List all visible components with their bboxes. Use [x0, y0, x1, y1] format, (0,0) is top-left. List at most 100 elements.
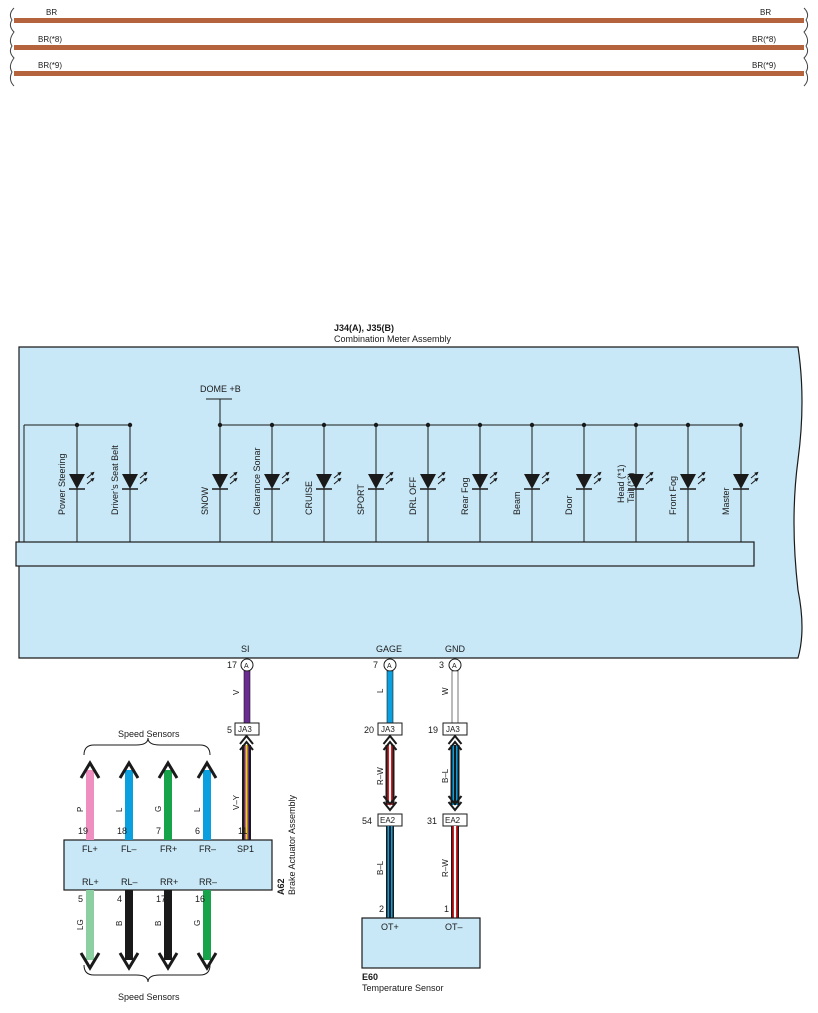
pin-gnd-number: 3 [439, 660, 444, 670]
led-sport: SPORT [356, 422, 394, 542]
sp1-pin-name: SP1 [237, 844, 254, 854]
pin-name: RL+ [82, 877, 99, 887]
led-label: Driver’s Seat Belt [110, 445, 120, 515]
sensor-pin-ot-plus: OT+ [381, 922, 399, 932]
br-wire-1-label-right: BR [760, 8, 771, 17]
brake-bottom-pin-rl-minus: RL–4B [115, 877, 140, 971]
br-wire-2-label-left: BR(*8) [38, 35, 62, 44]
br-wire-2-label-right: BR(*8) [752, 35, 776, 44]
brake-bottom-pin-rr-plus: RR+ 17B [154, 877, 179, 971]
meter-connector-code: J34(A), J35(B) [334, 323, 394, 333]
br-wire-1 [14, 18, 804, 23]
wire-color-code: P [76, 807, 85, 812]
led-diode-icon [69, 474, 85, 489]
speed-sensors-bottom-label: Speed Sensors [118, 992, 180, 1002]
gnd-ot-pin: 1 [444, 904, 449, 914]
gnd-ea2-pin: 31 [427, 816, 437, 826]
gage-wire-color-mid: R–W [376, 767, 385, 785]
led-rear-fog: Rear Fog [460, 422, 498, 542]
pin-name: RR– [199, 877, 217, 887]
pin-number: 16 [195, 894, 205, 904]
led-diode-icon [733, 474, 749, 489]
led-door: Door [564, 422, 602, 542]
pin-gnd-name: GND [445, 644, 466, 654]
sensor-wire [86, 770, 94, 840]
br-wire-3-label-left: BR(*9) [38, 61, 62, 70]
gnd-wire-color-top: W [441, 687, 450, 695]
br-wire-1-label-left: BR [46, 8, 57, 17]
br-wire-2 [14, 45, 804, 50]
led-label: Door [564, 495, 574, 515]
led-diode-icon [368, 474, 384, 489]
pin-si-number: 17 [227, 660, 237, 670]
pin-name: FR– [199, 844, 216, 854]
led-label: Master [721, 487, 731, 515]
gage-ja3-label: JA3 [381, 725, 395, 734]
arrow-up-icon [196, 760, 218, 779]
br-wire-3-label-right: BR(*9) [752, 61, 776, 70]
gnd-ea2-label: EA2 [445, 816, 461, 825]
led-label: SPORT [356, 484, 366, 515]
gage-wire-color-top: L [376, 688, 385, 693]
wire-color-code: L [193, 807, 202, 812]
arrow-down-icon [196, 952, 218, 971]
pin-gage-conn: A [387, 663, 392, 670]
led-diode-icon [264, 474, 280, 489]
sensor-name: Temperature Sensor [362, 983, 444, 993]
pin-name: RR+ [160, 877, 178, 887]
led-diode-icon [420, 474, 436, 489]
led-label: Head (*1) [616, 464, 626, 503]
arrow-down-icon [79, 952, 101, 971]
arrow-down-icon [157, 952, 179, 971]
pin-si-name: SI [241, 644, 250, 654]
sensor-wire [86, 890, 94, 960]
wire-color-code: B [115, 921, 124, 926]
led-diode-icon [576, 474, 592, 489]
top-wire-bundle: BR BR BR(*8) BR(*8) BR(*9) BR(*9) [9, 7, 809, 87]
pin-number: 7 [156, 826, 161, 836]
led-label: Power Steering [57, 453, 67, 515]
arrow-up-icon [118, 760, 140, 779]
gnd-wire: W 19 JA3 B–L 31 EA2 R–W 1 [427, 670, 468, 918]
sensor-pin-ot-minus: OT– [445, 922, 463, 932]
pin-number: 6 [195, 826, 200, 836]
speed-sensors-top-brace [83, 737, 211, 756]
sensor-wire [164, 890, 172, 960]
pin-number: 19 [78, 826, 88, 836]
brake-bottom-pin-rl-plus: RL+5LG [76, 877, 101, 971]
sensor-wire [203, 770, 211, 840]
temperature-sensor-box [361, 917, 481, 969]
dome-b-label: DOME +B [200, 384, 241, 394]
si-wire: V 5 JA3 V–Y [227, 670, 260, 840]
pin-gnd-conn: A [452, 663, 457, 670]
gage-wire-blue [386, 670, 394, 724]
combination-meter: J34(A), J35(B) Combination Meter Assembl… [15, 323, 803, 659]
arrow-up-icon [157, 760, 179, 779]
pin-number: 17 [156, 894, 166, 904]
br-wire-3 [14, 71, 804, 76]
led-label: Rear Fog [460, 477, 470, 515]
arrow-down-icon [118, 952, 140, 971]
pin-gage-name: GAGE [376, 644, 402, 654]
pin-name: FL+ [82, 844, 98, 854]
brake-top-pin-fr-minus: L 6FR– [193, 760, 218, 854]
led-diode-icon [316, 474, 332, 489]
led-diode-icon [628, 474, 644, 489]
brake-actuator-code: A62 [276, 878, 286, 895]
gnd-wire-white [451, 670, 459, 724]
gnd-ja3-pin: 19 [428, 725, 438, 735]
led-label: Clearance Sonar [252, 447, 262, 515]
wire-break-left [9, 7, 15, 87]
sensor-wire [125, 770, 133, 840]
led-power-steering: Power Steering [57, 422, 95, 542]
wire-color-code: B [154, 921, 163, 926]
led-front-fog: Front Fog [668, 422, 706, 542]
led-master: Master [721, 422, 759, 542]
gage-wire: L 20 JA3 R–W 54 EA2 B–L 2 [362, 670, 403, 918]
arrow-up-icon [79, 760, 101, 779]
si-ja3-box [234, 722, 260, 736]
